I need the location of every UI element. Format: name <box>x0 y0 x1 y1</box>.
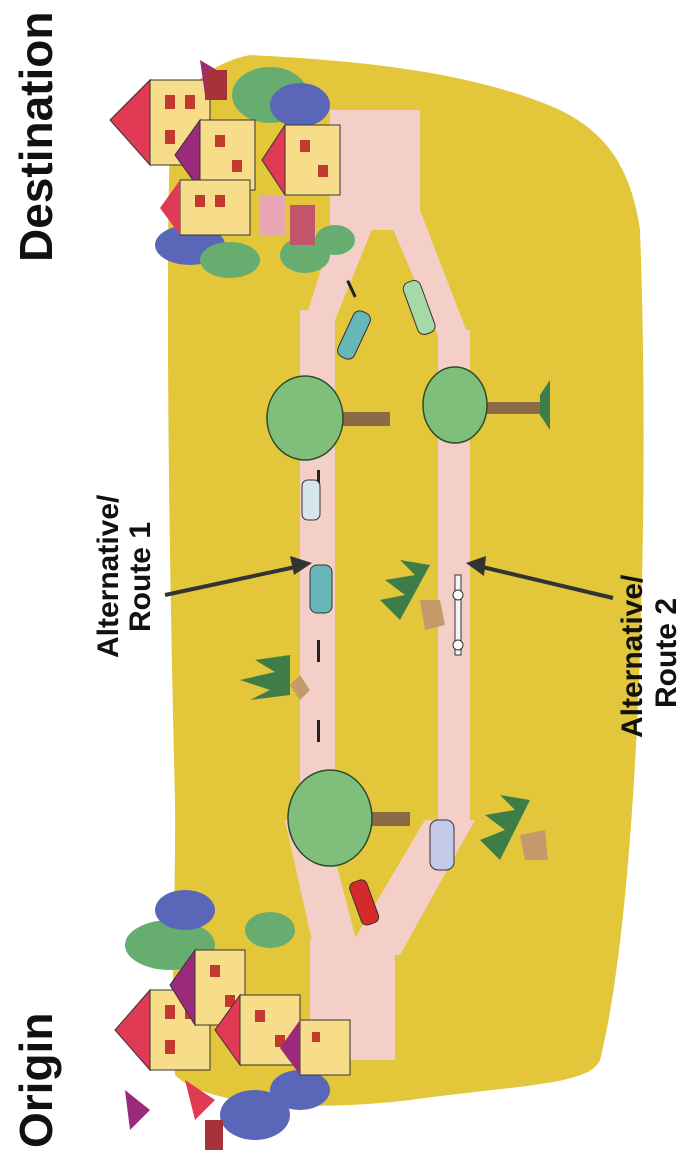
destination-village <box>110 60 355 278</box>
route2-label-line2: Route 2 <box>650 598 683 708</box>
destination-label: Destination <box>10 12 62 262</box>
route1-label-line1: Alternative/ <box>92 494 125 658</box>
route1-label-line2: Route 1 <box>124 522 157 632</box>
origin-label: Origin <box>10 1013 62 1148</box>
route2-label-line1: Alternative/ <box>616 574 649 738</box>
